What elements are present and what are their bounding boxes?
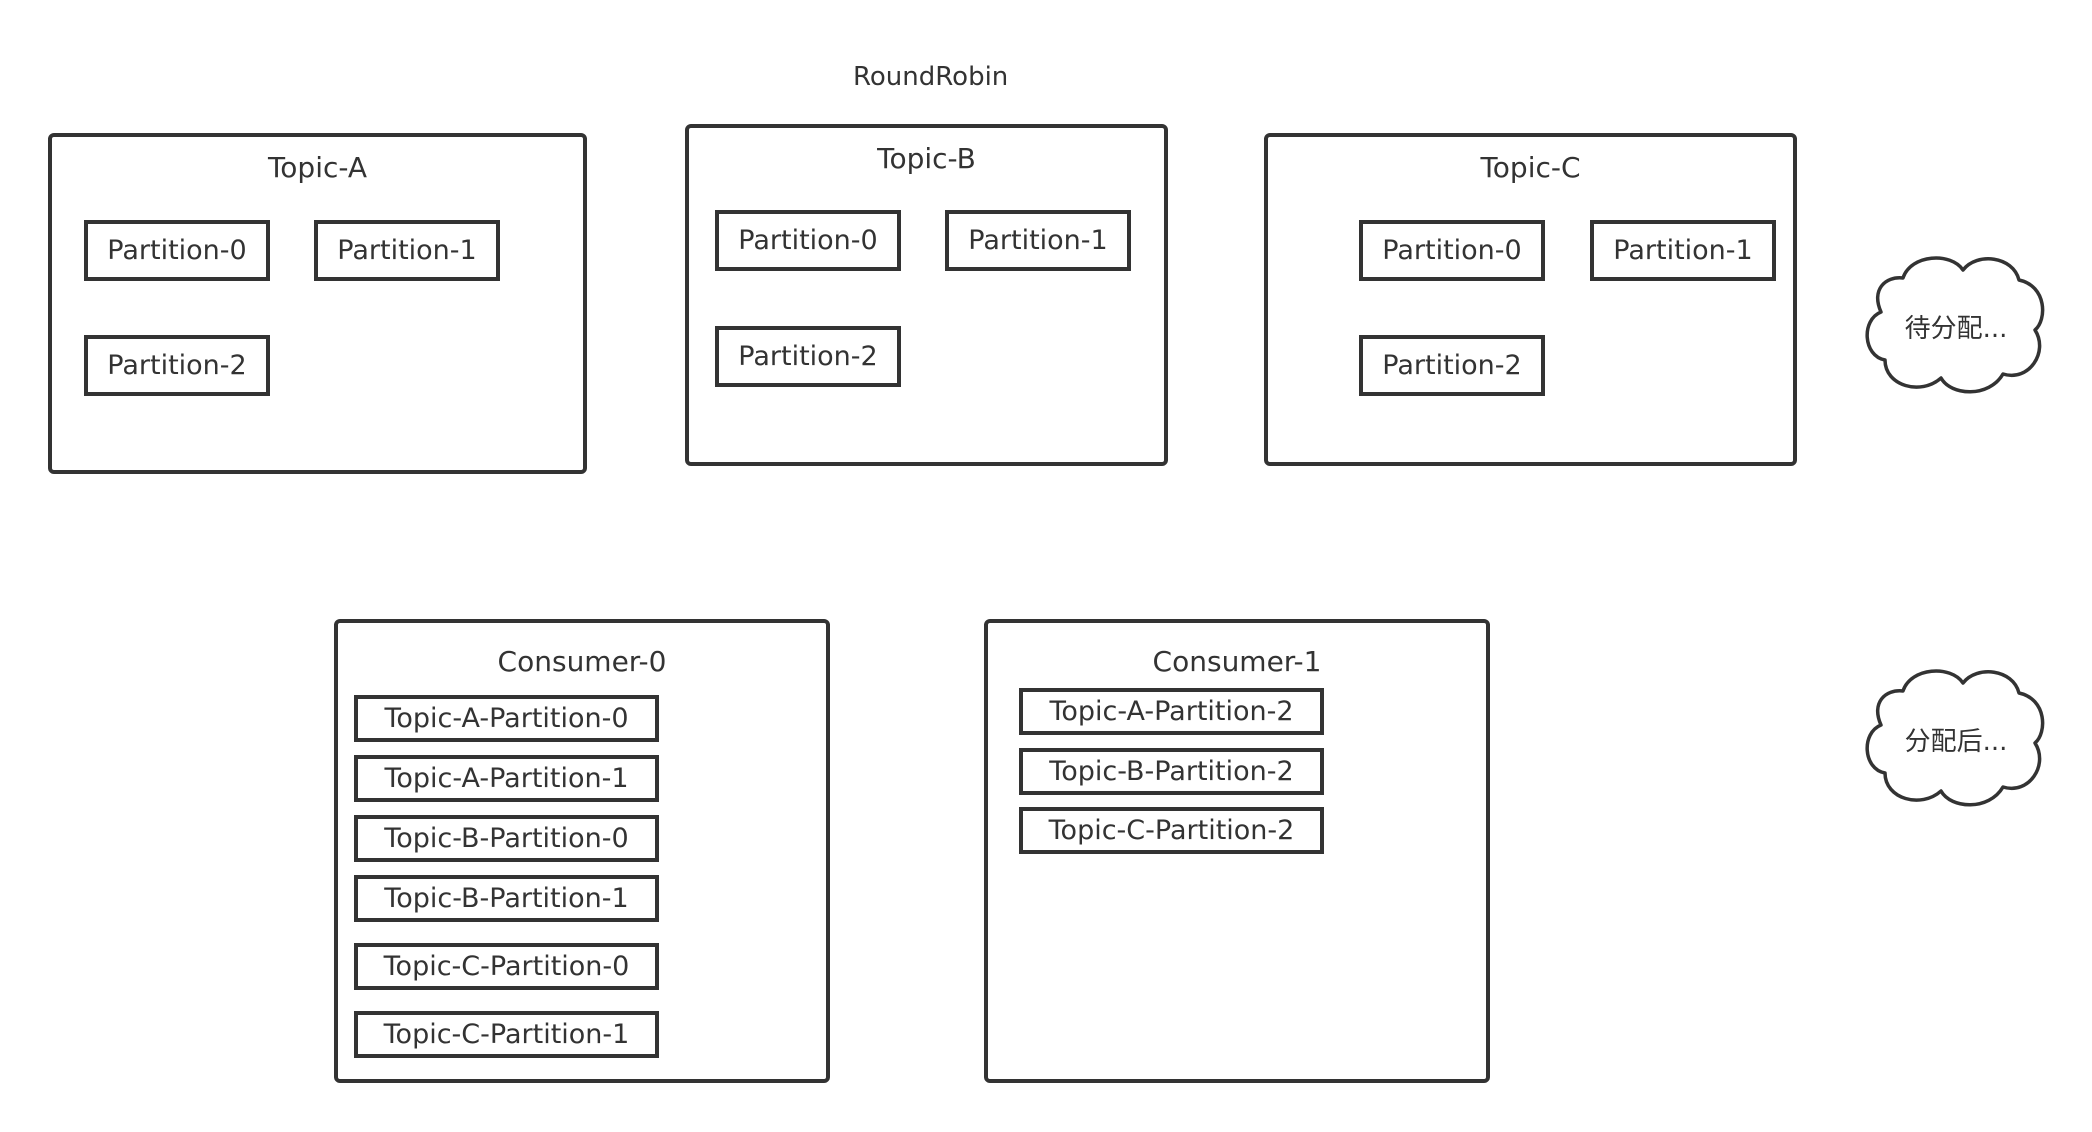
consumer-0-assignment: Topic-A-Partition-0: [354, 695, 659, 742]
topic-a-title: Topic-A: [267, 151, 368, 184]
consumer-0-title: Consumer-0: [497, 645, 667, 678]
consumer-1-frame: Consumer-1 Topic-A-Partition-2 Topic-B-P…: [984, 619, 1490, 1083]
pending-cloud: 待分配...: [1863, 250, 2049, 396]
topic-a-partition-2: Partition-2: [84, 335, 270, 396]
consumer-1-assignment: Topic-A-Partition-2: [1019, 688, 1324, 735]
topic-b-title: Topic-B: [877, 142, 976, 175]
topic-a-partition-1: Partition-1: [314, 220, 500, 281]
topic-b-partition-1: Partition-1: [945, 210, 1131, 271]
consumer-0-frame: Consumer-0 Topic-A-Partition-0 Topic-A-P…: [334, 619, 830, 1083]
consumer-1-title: Consumer-1: [1152, 645, 1322, 678]
topic-b-partition-0: Partition-0: [715, 210, 901, 271]
topic-b-partition-2: Partition-2: [715, 326, 901, 387]
consumer-0-assignment: Topic-C-Partition-1: [354, 1011, 659, 1058]
pending-label: 待分配...: [1904, 314, 2008, 344]
topic-c-partition-1: Partition-1: [1590, 220, 1776, 281]
cloud-shape-icon: [1865, 256, 2045, 394]
topic-a-frame: Topic-A Partition-0 Partition-1 Partitio…: [48, 133, 587, 474]
consumer-1-assignment: Topic-B-Partition-2: [1019, 748, 1324, 795]
diagram-title: RoundRobin: [853, 62, 1009, 92]
topic-a-partition-0: Partition-0: [84, 220, 270, 281]
consumer-0-assignment: Topic-B-Partition-1: [354, 875, 659, 922]
topic-c-partition-2: Partition-2: [1359, 335, 1545, 396]
topic-c-title: Topic-C: [1480, 151, 1581, 184]
consumer-0-assignment: Topic-C-Partition-0: [354, 943, 659, 990]
assigned-cloud: 分配后...: [1863, 663, 2049, 809]
consumer-0-assignment: Topic-B-Partition-0: [354, 815, 659, 862]
consumer-0-assignment: Topic-A-Partition-1: [354, 755, 659, 802]
cloud-shape-icon: [1865, 669, 2045, 807]
assigned-label: 分配后...: [1904, 727, 2008, 757]
topic-c-frame: Topic-C Partition-0 Partition-1 Partitio…: [1264, 133, 1797, 466]
consumer-1-assignment: Topic-C-Partition-2: [1019, 807, 1324, 854]
topic-b-frame: Topic-B Partition-0 Partition-1 Partitio…: [685, 124, 1168, 466]
topic-c-partition-0: Partition-0: [1359, 220, 1545, 281]
